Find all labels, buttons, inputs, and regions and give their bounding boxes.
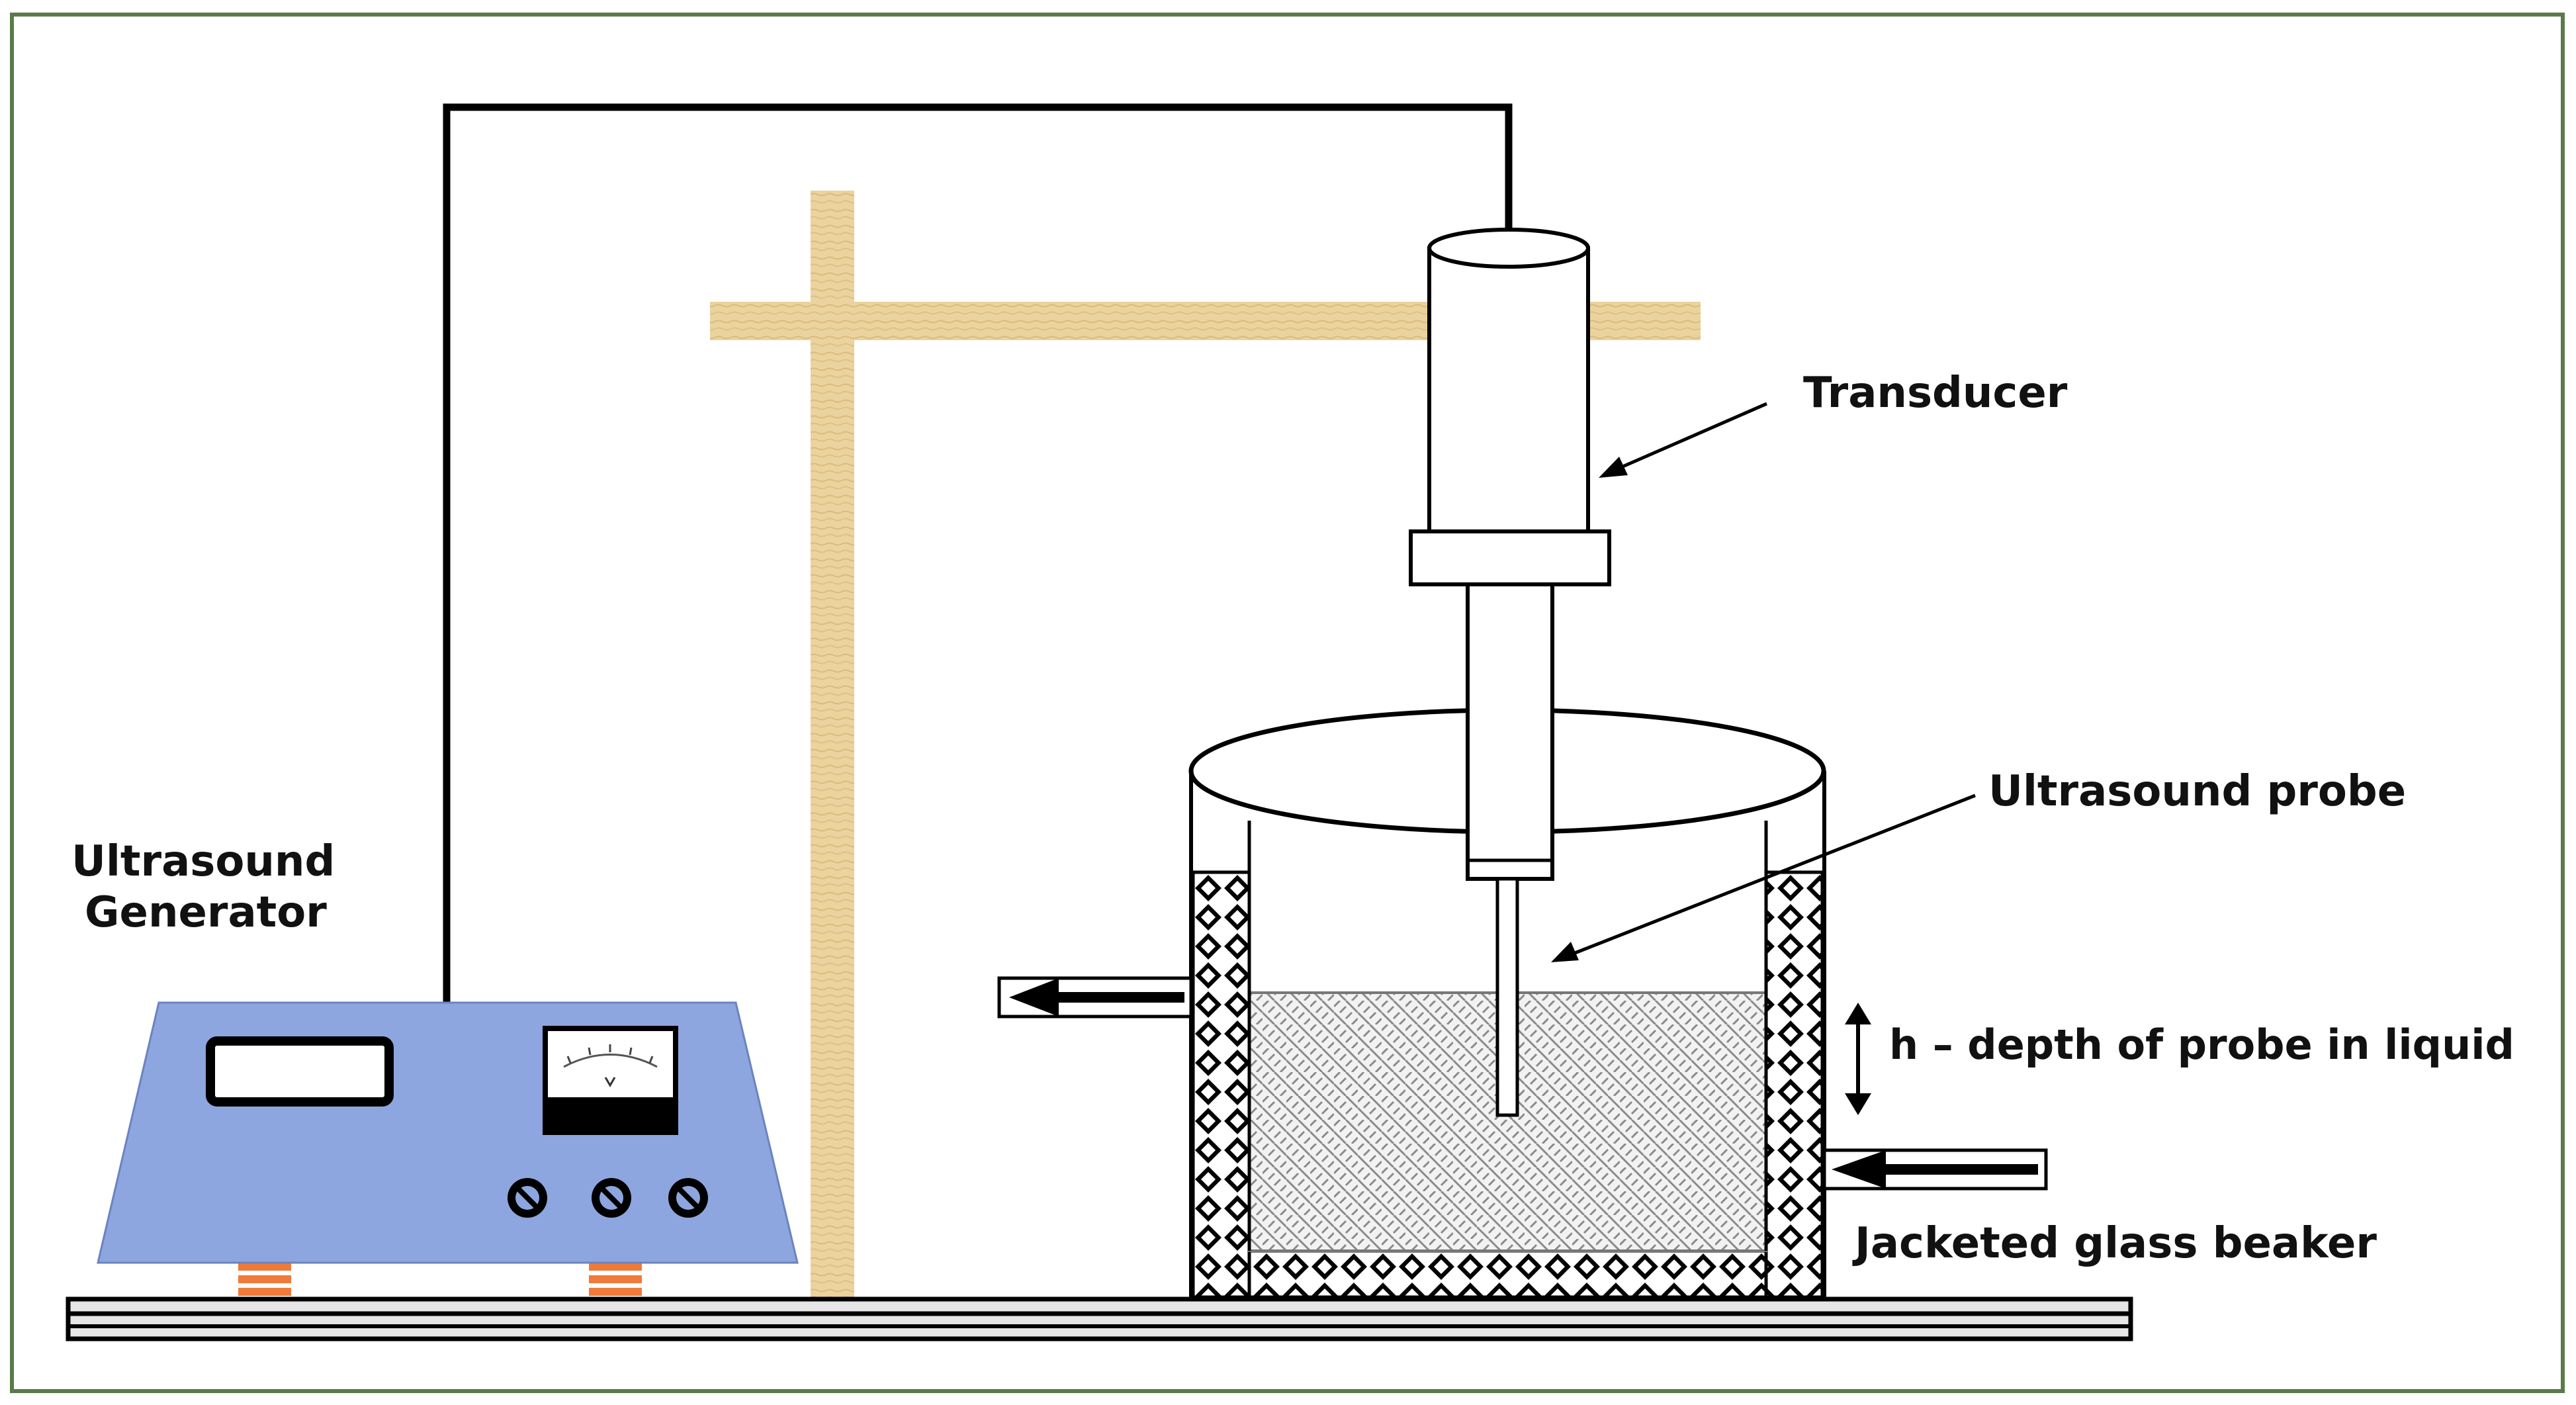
coolant-outlet-arrow bbox=[997, 976, 1193, 1019]
generator-label-line2: Generator bbox=[85, 888, 327, 937]
arrow-icon bbox=[1832, 1150, 1886, 1189]
probe-horn bbox=[1466, 580, 1554, 881]
arrow-icon bbox=[1009, 978, 1059, 1017]
generator-label-line1: Ultrasound bbox=[71, 837, 335, 886]
probe-label: Ultrasound probe bbox=[1988, 767, 2406, 816]
coolant-inlet-arrow bbox=[1822, 1148, 2048, 1191]
generator-foot-right bbox=[589, 1263, 642, 1296]
generator-body bbox=[97, 1001, 799, 1264]
ultrasound-generator bbox=[97, 1001, 799, 1296]
arrow-icon bbox=[1599, 457, 1628, 478]
depth-label: h – depth of probe in liquid bbox=[1889, 1020, 2514, 1069]
transducer-body bbox=[1427, 246, 1590, 533]
analog-meter-icon bbox=[543, 1026, 678, 1135]
transducer-flange bbox=[1409, 529, 1611, 586]
stand-pole bbox=[811, 191, 854, 1302]
transducer-pointer bbox=[1599, 402, 1767, 478]
probe-pointer bbox=[1551, 793, 1976, 962]
beaker-label: Jacketed glass beaker bbox=[1852, 1219, 2377, 1268]
control-knob-icon bbox=[668, 1178, 708, 1218]
control-knob-icon bbox=[508, 1178, 547, 1218]
generator-cable bbox=[443, 103, 1513, 1003]
beaker-jacket-right bbox=[1764, 870, 1824, 1299]
generator-foot-left bbox=[238, 1263, 291, 1296]
beaker-jacket-bottom bbox=[1247, 1249, 1768, 1299]
transducer-label: Transducer bbox=[1803, 369, 2068, 418]
depth-indicator bbox=[1845, 1003, 1871, 1115]
base-platform bbox=[66, 1296, 2133, 1341]
ultrasound-probe-tip bbox=[1495, 877, 1519, 1117]
beaker-jacket-left bbox=[1191, 870, 1251, 1299]
generator-display bbox=[206, 1036, 394, 1107]
control-knob-icon bbox=[592, 1178, 631, 1218]
transducer-top bbox=[1427, 228, 1590, 269]
transducer-assembly bbox=[1409, 228, 1611, 1117]
arrow-icon bbox=[1551, 942, 1579, 962]
